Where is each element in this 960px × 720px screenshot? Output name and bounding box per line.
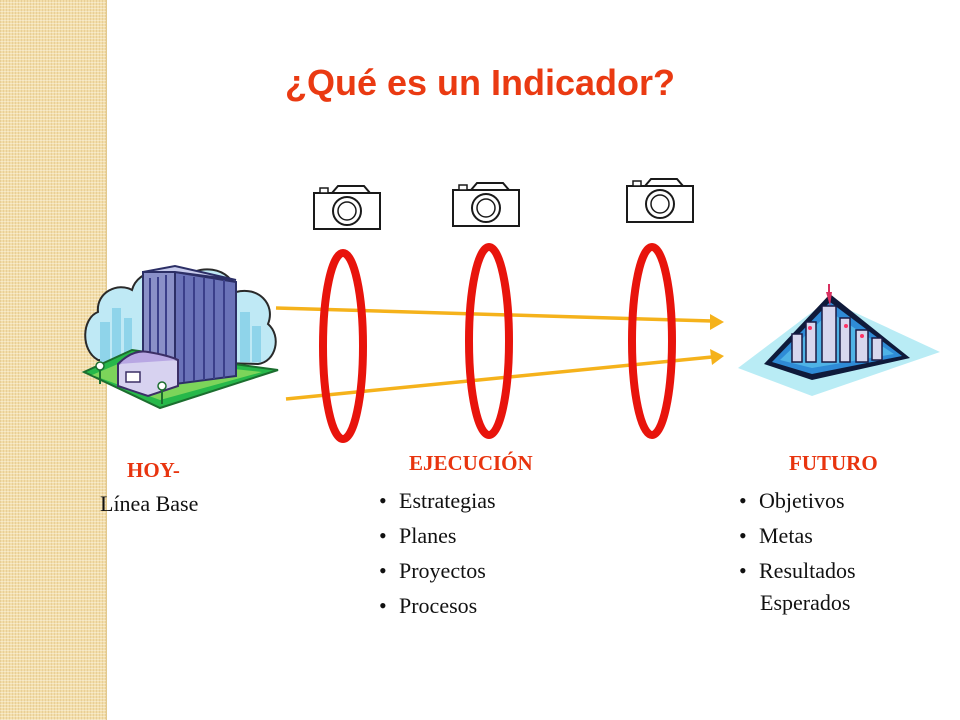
camera-icon xyxy=(313,185,381,230)
baseline-label: Línea Base xyxy=(100,491,199,516)
future-heading: FUTURO xyxy=(789,451,878,475)
list-item: Proyectos xyxy=(377,553,496,588)
list-item: Planes xyxy=(377,518,496,553)
today-heading: HOY- xyxy=(127,458,180,482)
lens-ring-2 xyxy=(465,243,513,439)
list-item: Objetivos xyxy=(737,483,856,518)
list-item: Procesos xyxy=(377,588,496,623)
execution-heading: EJECUCIÓN xyxy=(409,451,533,475)
execution-list: Estrategias Planes Proyectos Procesos xyxy=(377,483,496,623)
list-item: Resultados xyxy=(737,553,856,588)
lens-ring-3 xyxy=(628,243,676,439)
future-item-continuation: Esperados xyxy=(760,590,851,615)
decorative-side-band xyxy=(0,0,107,720)
arrow-upper xyxy=(275,306,724,330)
lens-ring-1 xyxy=(319,249,367,443)
camera-icon xyxy=(626,178,694,223)
office-building-icon xyxy=(81,264,279,410)
camera-icon xyxy=(452,182,520,227)
list-item: Metas xyxy=(737,518,856,553)
future-city-icon xyxy=(738,284,940,396)
list-item: Estrategias xyxy=(377,483,496,518)
future-list: Objetivos Metas Resultados xyxy=(737,483,856,588)
slide-title: ¿Qué es un Indicador? xyxy=(285,62,676,103)
